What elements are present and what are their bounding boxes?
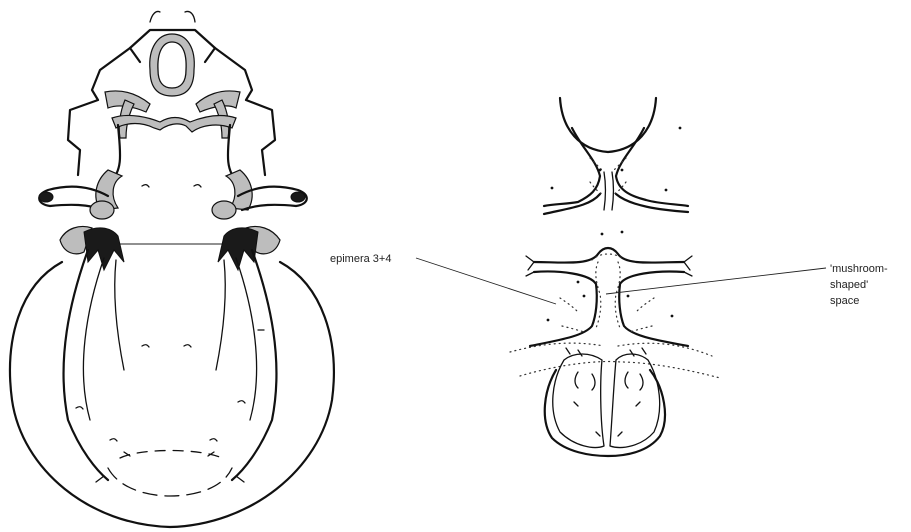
body-outline <box>10 262 334 527</box>
ventral-strip-right-outer <box>232 250 276 480</box>
sclerite-left <box>84 228 124 270</box>
upper-arch <box>560 98 656 152</box>
branch-tips-right <box>684 256 692 276</box>
capitulum-tips <box>150 11 195 22</box>
ventral-strip-left-mid <box>115 260 124 370</box>
leg-socket-right <box>291 192 305 202</box>
ventral-strip-right-inner <box>236 258 257 420</box>
middle-top-edge <box>534 248 684 263</box>
sternal-bridge <box>112 115 236 132</box>
upper-arch-inner-left <box>544 128 600 206</box>
coxa-right <box>212 201 236 219</box>
anal-plate-left <box>553 354 604 447</box>
anal-plate-outline <box>545 370 665 456</box>
anal-plate-right <box>610 354 660 447</box>
mushroom-label-line2: shaped' <box>830 279 868 291</box>
epimera-leader-line <box>416 258 556 304</box>
mushroom-label-line3: space <box>830 295 859 307</box>
setae <box>76 185 264 441</box>
anal-region <box>108 468 232 496</box>
middle-lower-edge <box>530 272 597 347</box>
ventral-strip-left-inner <box>83 258 104 420</box>
leg-socket-left <box>39 192 53 202</box>
anal-plate-marks <box>574 372 643 436</box>
ventral-view-body <box>10 11 334 527</box>
branch-tips-left <box>526 256 534 276</box>
upper-center-stem <box>604 172 614 210</box>
mushroom-label-line1: 'mushroom- <box>830 263 888 275</box>
epimera-label: epimera 3+4 <box>330 253 391 265</box>
sternal-detail <box>510 98 720 456</box>
capitulum-ring-inner <box>158 42 186 88</box>
upper-arch-inner-right <box>616 128 688 206</box>
ventral-strip-right-mid <box>216 260 225 370</box>
middle-lower-edge-right <box>619 272 688 347</box>
mushroom-space-outline <box>596 262 620 328</box>
ventral-strip-left-outer <box>64 250 108 480</box>
seta-dots <box>547 127 682 322</box>
mushroom-leader-line <box>606 268 826 294</box>
anal-ticks <box>96 452 244 482</box>
epimera-dots <box>560 298 654 332</box>
coxa-left <box>90 201 114 219</box>
anal-region-top <box>120 451 222 459</box>
